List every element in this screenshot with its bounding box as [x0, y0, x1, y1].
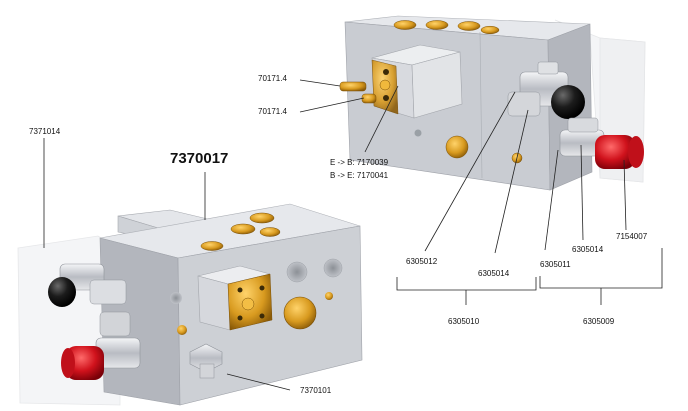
lower-assembly: [17, 203, 363, 406]
leader-lines: [43, 79, 663, 391]
upper-check-fittings: [339, 81, 377, 104]
upper-spool-valve-black: [507, 61, 585, 119]
label-e-to-b: E -> B: 7170039: [330, 158, 389, 167]
lower-spool-valve-black: [48, 263, 127, 307]
label-7154007: 7154007: [616, 232, 648, 241]
label-6305011: 6305011: [540, 260, 571, 269]
upper-top-brass-plugs: [393, 20, 500, 35]
lower-front-ports: [170, 258, 343, 335]
label-6305009: 6305009: [583, 317, 615, 326]
label-7370101: 7370101: [300, 386, 332, 395]
upper-front-cartridge-housing: [371, 44, 463, 119]
label-6305014-left: 6305014: [478, 269, 510, 278]
lower-front-cartridge-housing: [197, 265, 273, 331]
label-7371014: 7371014: [29, 127, 61, 136]
label-6305014-right: 6305014: [572, 245, 604, 254]
label-6305012: 6305012: [406, 257, 438, 266]
upper-spool-valve-red: [559, 117, 644, 169]
upper-front-brass-ports: [414, 129, 523, 164]
label-b-to-e: B -> E: 7170041: [330, 171, 389, 180]
label-70171-4-bottom: 70171.4: [258, 107, 287, 116]
label-70171-4-top: 70171.4: [258, 74, 287, 83]
lower-top-brass-plugs: [200, 212, 281, 251]
lower-bottom-fitting: [189, 343, 223, 379]
main-part-number: 7370017: [170, 150, 229, 167]
lower-spool-valve-red: [61, 311, 141, 380]
label-6305010: 6305010: [448, 317, 480, 326]
